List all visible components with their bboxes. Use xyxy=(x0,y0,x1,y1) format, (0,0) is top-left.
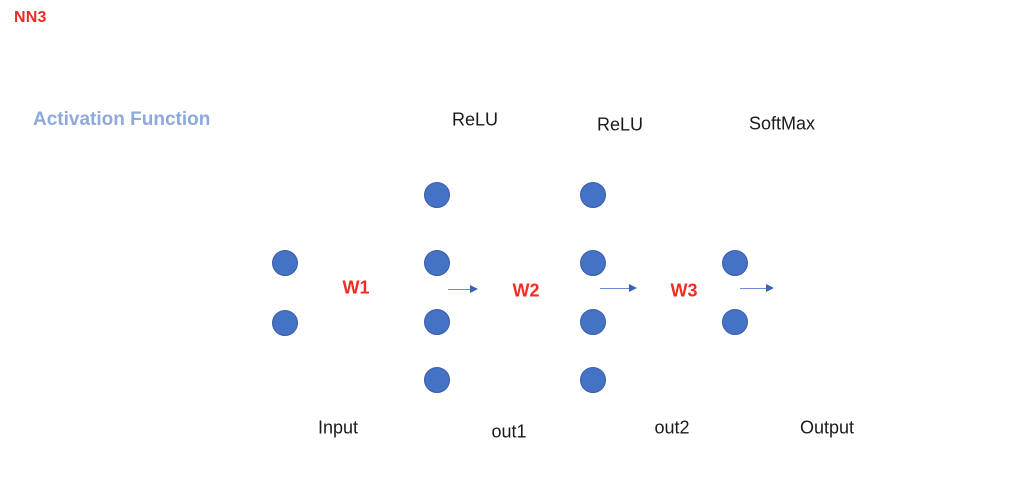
arrow-output-line xyxy=(740,288,768,289)
activation-label-hidden1: ReLU xyxy=(451,109,499,130)
neuron-hidden2-4 xyxy=(580,367,606,393)
neuron-hidden1-1 xyxy=(424,182,450,208)
neuron-output-2 xyxy=(722,309,748,335)
neuron-input-2 xyxy=(272,310,298,336)
arrow-output-head xyxy=(766,284,774,292)
arrow-out2-head xyxy=(629,284,637,292)
layer-label-output: Output xyxy=(799,417,855,438)
weight-label-w3: W3 xyxy=(670,280,698,301)
weight-label-w2: W2 xyxy=(512,280,540,301)
layer-label-hidden1: out1 xyxy=(491,421,527,442)
neuron-hidden1-4 xyxy=(424,367,450,393)
page-title: NN3 xyxy=(14,9,47,26)
arrow-out2-line xyxy=(600,288,631,289)
layer-label-hidden2: out2 xyxy=(654,417,690,438)
activation-label-hidden2: ReLU xyxy=(596,114,644,135)
neuron-hidden2-2 xyxy=(580,250,606,276)
neuron-input-1 xyxy=(272,250,298,276)
arrow-out1-line xyxy=(448,289,472,290)
neuron-hidden1-3 xyxy=(424,309,450,335)
neuron-output-1 xyxy=(722,250,748,276)
arrow-out1-head xyxy=(470,285,478,293)
weight-label-w1: W1 xyxy=(342,277,370,298)
activation-label-output: SoftMax xyxy=(748,113,816,134)
neuron-hidden2-1 xyxy=(580,182,606,208)
layer-label-input: Input xyxy=(317,417,359,438)
neuron-hidden2-3 xyxy=(580,309,606,335)
activation-function-heading: Activation Function xyxy=(33,109,211,130)
neuron-hidden1-2 xyxy=(424,250,450,276)
